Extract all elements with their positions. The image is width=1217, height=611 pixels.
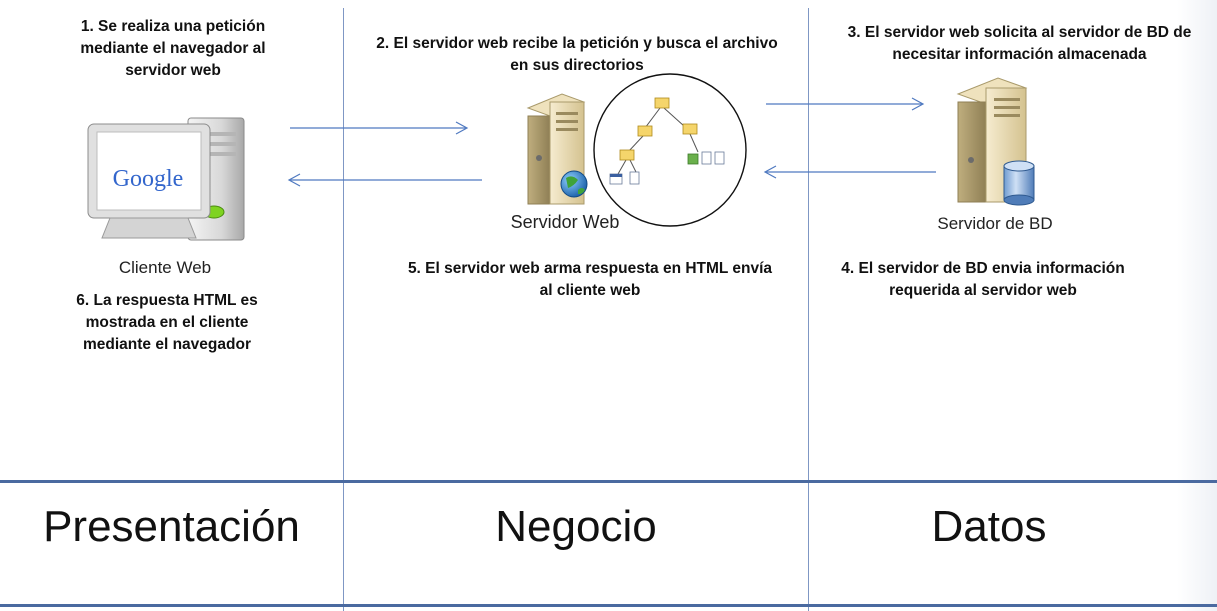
client-web-label: Cliente Web	[118, 258, 212, 277]
right-edge-shade	[1177, 0, 1217, 611]
db-server-label: Servidor de BD	[937, 214, 1053, 233]
divider-presentation-business	[343, 8, 344, 611]
step-1-text: 1. Se realiza una petición mediante el n…	[80, 18, 266, 79]
web-server-label: Servidor Web	[510, 212, 620, 232]
request-arrow-web-to-db	[766, 97, 925, 111]
request-arrow-client-to-web	[290, 121, 469, 135]
response-arrow-db-to-web	[763, 165, 936, 179]
tier-presentation: Presentación	[43, 502, 300, 551]
step-4-text: 4. El servidor de BD envia información r…	[841, 260, 1125, 299]
response-arrow-web-to-client	[287, 173, 482, 187]
web-server-icon	[526, 93, 586, 205]
divider-business-data	[808, 8, 809, 611]
tier-rule-bottom	[0, 604, 1217, 607]
directory-tree-icon	[593, 73, 747, 227]
google-logo: Google	[113, 166, 184, 192]
tier-data: Datos	[931, 502, 1047, 551]
tier-rule-top	[0, 480, 1217, 483]
database-cylinder-icon	[1003, 160, 1035, 206]
step-5-text: 5. El servidor web arma respuesta en HTM…	[407, 260, 773, 299]
step-3-text: 3. El servidor web solicita al servidor …	[847, 24, 1192, 63]
globe-icon	[560, 170, 588, 198]
step-2-text: 2. El servidor web recibe la petición y …	[376, 35, 778, 74]
tier-business: Negocio	[495, 502, 657, 551]
step-6-text: 6. La respuesta HTML es mostrada en el c…	[76, 292, 258, 353]
client-computer-icon	[87, 117, 245, 241]
